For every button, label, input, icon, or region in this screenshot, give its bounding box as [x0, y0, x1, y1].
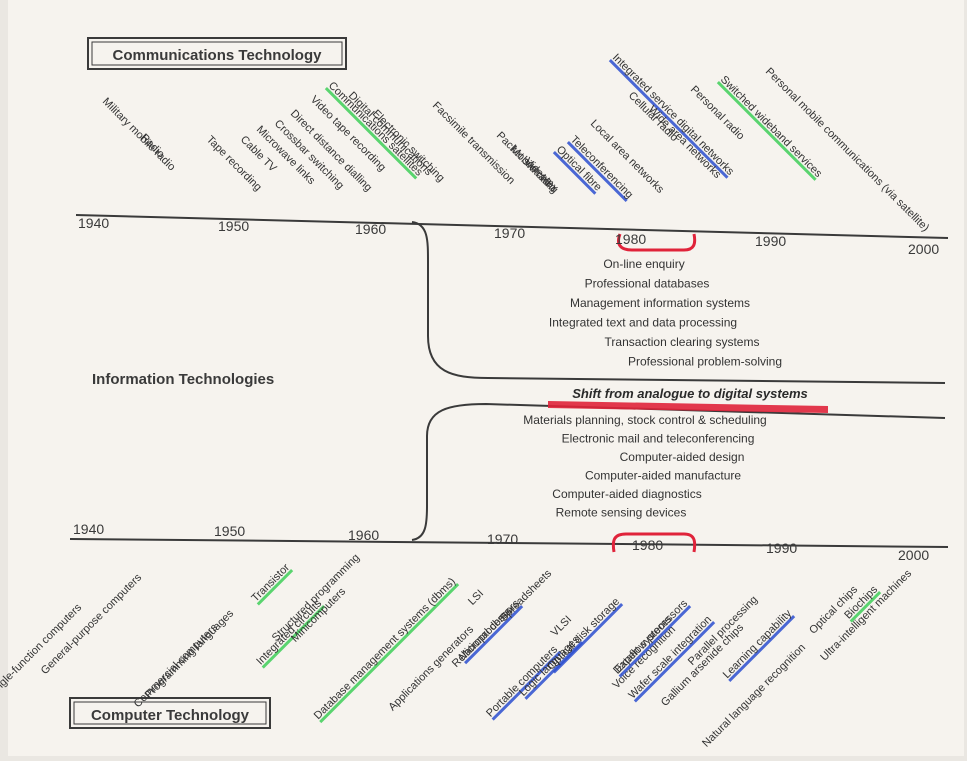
upper-application-item: Professional problem-solving: [628, 355, 782, 369]
top-highlight-mark: [552, 151, 597, 195]
top-highlight-mark: [716, 81, 817, 181]
comm-title: Communications Technology: [113, 47, 323, 64]
lower-application-item: Computer-aided diagnostics: [552, 487, 701, 501]
top-axis-years: 1940 1950 1960 1970 1980 1990 2000: [78, 215, 939, 257]
shift-label: Shift from analogue to digital systems: [572, 386, 807, 401]
lower-application-item: Materials planning, stock control & sche…: [523, 413, 766, 427]
bottom-highlight-mark: [728, 615, 796, 683]
top-year-1980: 1980: [615, 231, 646, 247]
upper-application-item: Transaction clearing systems: [605, 335, 760, 349]
bottom-year-1980: 1980: [632, 537, 663, 553]
lower-application-item: Electronic mail and teleconferencing: [562, 432, 755, 446]
top-axis-line: [75, 214, 949, 239]
top-highlight-mark: [608, 59, 729, 179]
upper-branch-curve: [411, 221, 946, 384]
upper-application-item: Professional databases: [585, 277, 710, 291]
lower-branch-curve: [411, 402, 946, 541]
upper-application-item: Management information systems: [570, 296, 750, 310]
red-bracket-bottom: [611, 532, 697, 553]
top-year-1970: 1970: [494, 225, 525, 241]
lower-application-item: Computer-aided manufacture: [585, 469, 741, 483]
red-bracket-top: [617, 233, 697, 252]
top-highlight-mark: [324, 87, 418, 180]
top-highlight-mark: [566, 141, 628, 202]
bottom-year-1940: 1940: [73, 521, 104, 537]
lower-application-item: Remote sensing devices: [556, 506, 687, 520]
lower-application-item: Computer-aided design: [620, 450, 745, 464]
bottom-year-1960: 1960: [348, 527, 379, 543]
bottom-highlight-mark: [491, 651, 562, 721]
comp-title-box: Computer Technology: [69, 697, 271, 729]
bottom-highlight-mark: [464, 605, 524, 665]
bottom-axis-line: [69, 538, 949, 548]
top-year-1950: 1950: [218, 218, 249, 234]
bottom-highlight-mark: [319, 583, 460, 724]
top-year-2000: 2000: [908, 241, 939, 257]
bottom-highlight-mark: [849, 591, 882, 623]
top-year-1990: 1990: [755, 233, 786, 249]
lower-application-list: Materials planning, stock control & sche…: [523, 413, 766, 520]
bottom-axis-years: 1940 1950 1960 1970 1980 1990 2000: [73, 521, 929, 563]
bottom-year-1970: 1970: [487, 531, 518, 547]
comm-title-box: Communications Technology: [87, 37, 347, 70]
comp-title: Computer Technology: [91, 707, 250, 724]
top-year-1940: 1940: [78, 215, 109, 231]
bottom-highlight-mark: [552, 603, 624, 674]
bottom-highlight-mark: [261, 605, 326, 669]
bottom-year-1990: 1990: [766, 540, 797, 556]
info-title: Information Technologies: [92, 371, 274, 388]
bottom-year-1950: 1950: [214, 523, 245, 539]
bottom-highlight-mark: [633, 621, 716, 703]
bottom-highlight-mark: [256, 569, 294, 606]
top-year-1960: 1960: [355, 221, 386, 237]
bottom-year-2000: 2000: [898, 547, 929, 563]
bottom-highlight-mark: [618, 605, 692, 678]
upper-application-item: On-line enquiry: [603, 257, 684, 271]
shift-highlight: [548, 401, 828, 413]
upper-application-item: Integrated text and data processing: [549, 316, 737, 330]
